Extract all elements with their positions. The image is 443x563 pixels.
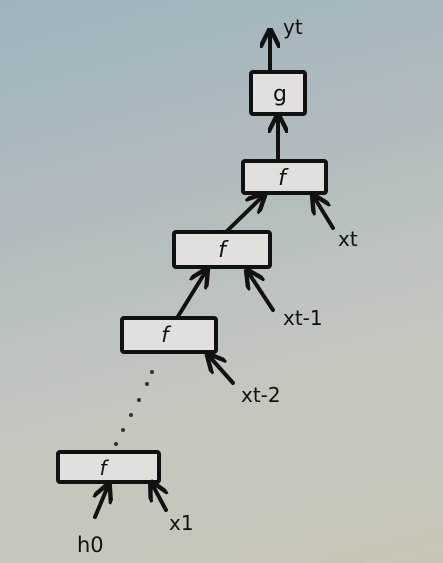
label-h0: h0 — [77, 533, 104, 557]
label-xt-minus-2: xt-2 — [241, 383, 281, 407]
node-f-t-label: f — [278, 166, 289, 191]
arrow-x1-to-f1 — [152, 484, 166, 512]
node-f-t-minus-1-label: f — [218, 238, 229, 263]
node-f-1: f — [56, 450, 161, 484]
arrow-ft2-to-ft1 — [175, 271, 206, 320]
node-g-label: g — [273, 82, 287, 107]
node-f-1-label: f — [99, 456, 109, 480]
arrow-xt-to-ft — [314, 197, 335, 230]
arrow-xt2-to-ft2 — [209, 356, 235, 385]
node-f-t-minus-1: f — [172, 230, 272, 269]
node-g: g — [249, 70, 307, 116]
dotted-chain — [114, 370, 154, 446]
label-yt: yt — [283, 15, 303, 39]
arrow-h0-to-f1 — [95, 486, 108, 519]
arrow-xt1-to-ft1 — [248, 272, 275, 312]
label-xt: xt — [338, 227, 358, 251]
label-xt-minus-1: xt-1 — [283, 306, 323, 330]
label-x1: x1 — [169, 511, 194, 535]
node-f-t: f — [241, 159, 328, 195]
arrow-ft1-to-ft — [224, 196, 263, 234]
node-f-t-minus-2: f — [120, 316, 218, 354]
node-f-t-minus-2-label: f — [161, 323, 172, 347]
